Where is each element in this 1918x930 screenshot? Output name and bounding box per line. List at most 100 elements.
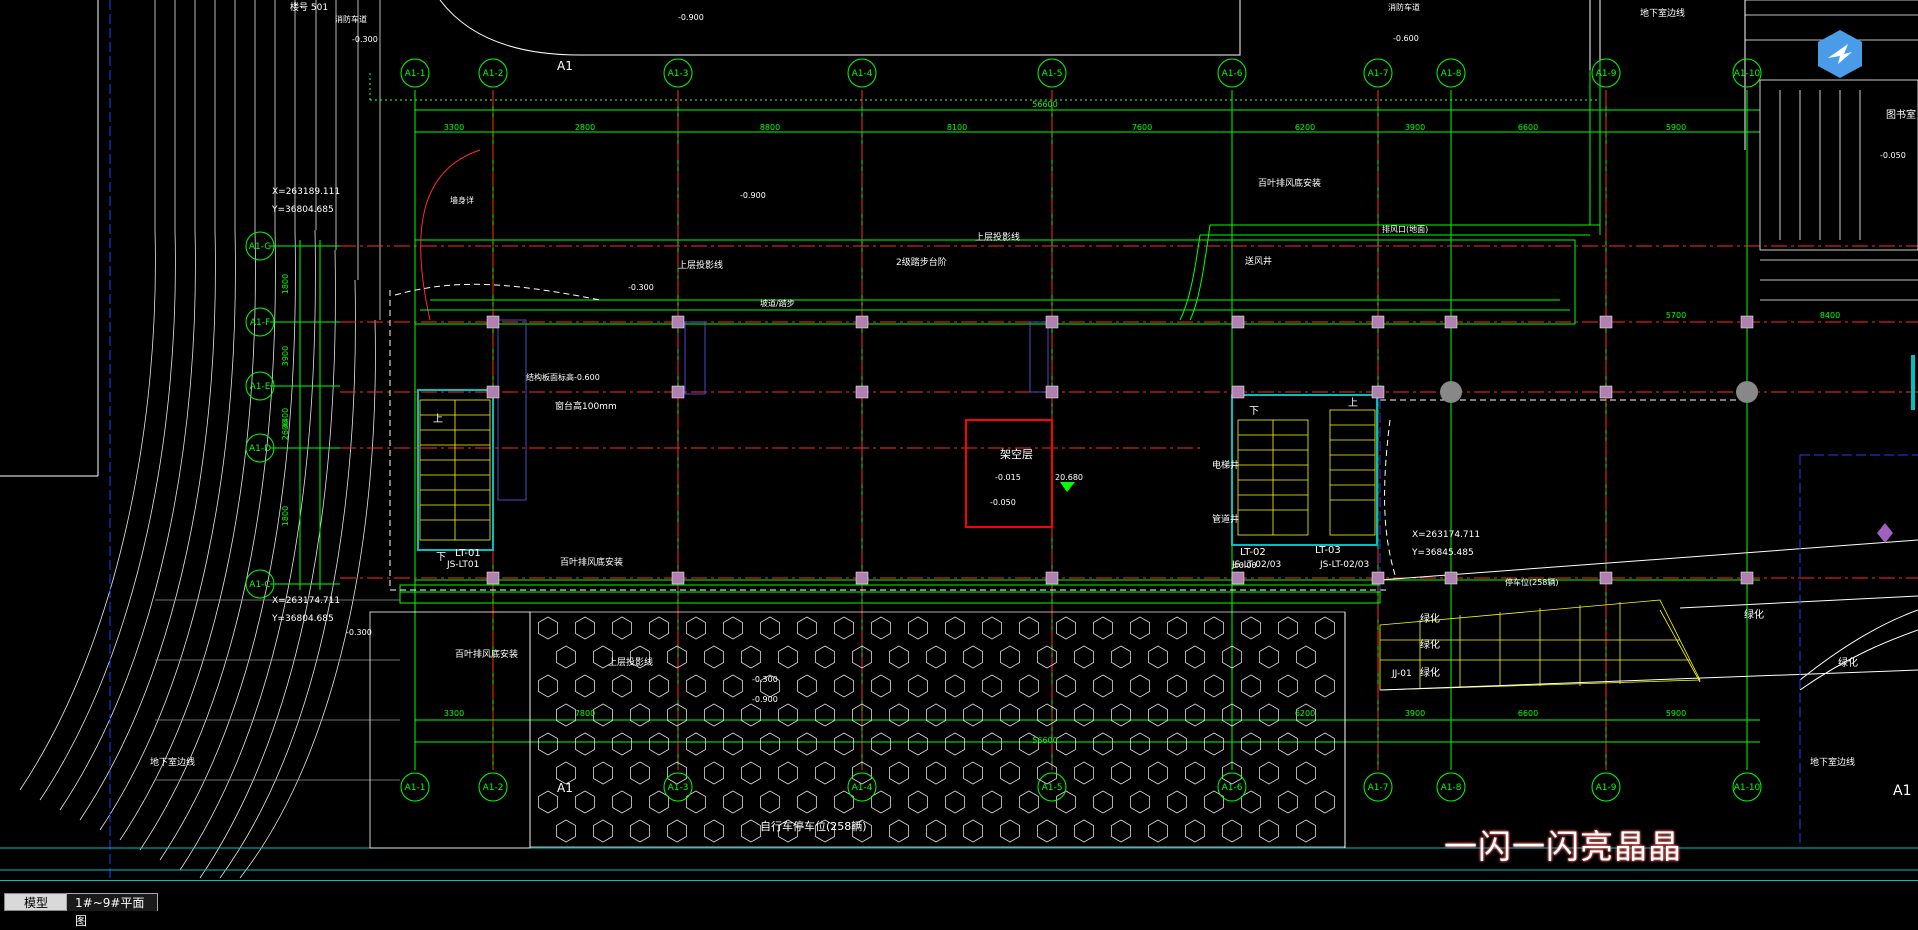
stair-label-lt03: LT-03 bbox=[1315, 545, 1341, 556]
hex-paving-cell bbox=[723, 674, 743, 698]
axis-bubble-bottom-circle bbox=[1436, 772, 1466, 802]
top-building-outline bbox=[439, 0, 1746, 150]
note-elevator-shaft: 电梯井 bbox=[1212, 459, 1239, 471]
hex-paving-cell bbox=[926, 761, 946, 785]
hex-paving-cell bbox=[852, 761, 872, 785]
hex-paving-cell bbox=[1000, 761, 1020, 785]
hex-paving-cell bbox=[1037, 645, 1057, 669]
dimension-right-b: 8400 bbox=[1820, 311, 1840, 320]
hex-paving-cell bbox=[556, 645, 576, 669]
note-parking-count: 停车位(258辆) bbox=[1505, 577, 1559, 587]
tab-layout-plan[interactable]: 1#~9#平面图 bbox=[66, 893, 158, 928]
note-library-room: 图书室 bbox=[1886, 108, 1916, 121]
axis-bubble-top-circle bbox=[400, 58, 430, 88]
bike-parking-area bbox=[529, 611, 1346, 848]
structural-column bbox=[1740, 315, 1754, 329]
hex-paving-cell bbox=[871, 732, 891, 756]
hex-paving-cell bbox=[908, 790, 928, 814]
structural-column bbox=[671, 571, 685, 585]
hex-paving-cell bbox=[667, 703, 687, 727]
hex-paving-cell bbox=[1315, 616, 1335, 640]
hex-paving-cell bbox=[1148, 819, 1168, 843]
hex-paving-cell bbox=[1241, 616, 1261, 640]
axis-bubble-top: A1-5 bbox=[1042, 69, 1063, 79]
note-green-1: 绿化 bbox=[1420, 612, 1440, 625]
dimension-left: 3900 bbox=[281, 346, 290, 366]
axis-bubble-top: A1-7 bbox=[1368, 69, 1389, 79]
hex-paving-cell bbox=[1019, 616, 1039, 640]
hex-paving-cell bbox=[1241, 790, 1261, 814]
note-exhaust-outlet: 排风口(地面) bbox=[1382, 224, 1428, 234]
level-mark-mid-1: -0.900 bbox=[678, 13, 704, 22]
level-mark-top-3: -0.600 bbox=[1393, 34, 1419, 43]
hex-paving-cell bbox=[538, 674, 558, 698]
hex-paving-cell bbox=[1315, 790, 1335, 814]
note-green-2: 绿化 bbox=[1420, 638, 1440, 651]
dimension-top: 5900 bbox=[1666, 123, 1686, 132]
hex-paving-cell bbox=[723, 732, 743, 756]
hex-paving-cell bbox=[612, 616, 632, 640]
red-box-level-1: -0.015 bbox=[995, 473, 1021, 482]
stair-code-lt03: JS-LT-02/03 bbox=[1319, 560, 1369, 570]
hex-paving-cell bbox=[1037, 819, 1057, 843]
hex-paving-cell bbox=[593, 703, 613, 727]
hex-paving-cell bbox=[556, 703, 576, 727]
axis-bubble-top: A1-1 bbox=[405, 69, 426, 79]
hex-paving-cell bbox=[538, 790, 558, 814]
round-column bbox=[1440, 381, 1462, 403]
structural-column bbox=[1371, 315, 1385, 329]
level-mark-left: -0.300 bbox=[346, 628, 372, 637]
axis-bubble-top-circle bbox=[1217, 58, 1247, 88]
hex-paving-cell bbox=[797, 732, 817, 756]
floor-plan-drawing[interactable]: A1-1A1-1A1-2A1-2A1-3A1-3A1-4A1-4A1-5A1-5… bbox=[0, 0, 1918, 880]
note-air-shaft: 送风井 bbox=[1245, 255, 1272, 267]
axis-bubble-top-circle bbox=[1732, 58, 1762, 88]
hex-paving-cell bbox=[704, 819, 724, 843]
axis-bubble-bottom: A1-5 bbox=[1042, 783, 1063, 793]
hex-paving-cell bbox=[778, 819, 798, 843]
top-right-room bbox=[1745, 0, 1918, 301]
axis-bubble-top-circle bbox=[478, 58, 508, 88]
highlight-box bbox=[965, 419, 1053, 528]
axis-bubble-top-circle bbox=[1591, 58, 1621, 88]
hex-paving-cell bbox=[1185, 703, 1205, 727]
structural-column bbox=[855, 385, 869, 399]
hex-paving-cell bbox=[852, 703, 872, 727]
hex-paving-cell bbox=[1278, 674, 1298, 698]
coordinate-2-y: Y=36804.685 bbox=[271, 614, 334, 624]
hex-paving-cell bbox=[1111, 761, 1131, 785]
axis-bubble-top-circle bbox=[1436, 58, 1466, 88]
axis-bubble-bottom: A1-3 bbox=[668, 783, 689, 793]
hex-paving-cell bbox=[1093, 674, 1113, 698]
hex-paving-cell bbox=[760, 790, 780, 814]
note-basement-edge-top: 地下室边线 bbox=[1640, 7, 1685, 19]
note-louver-1: 百叶排风底安装 bbox=[1258, 177, 1321, 189]
stair-label-lt02: LT-02 bbox=[1240, 547, 1266, 558]
tab-model[interactable]: 模型 bbox=[4, 893, 68, 911]
hex-paving-cell bbox=[1259, 819, 1279, 843]
axis-bubble-bottom-circle bbox=[663, 772, 693, 802]
hex-paving-cell bbox=[1167, 616, 1187, 640]
hex-paving-cell bbox=[593, 645, 613, 669]
hex-paving-cell bbox=[667, 645, 687, 669]
axis-bubble-bottom: A1-2 bbox=[483, 783, 504, 793]
hex-paving-cell bbox=[1167, 674, 1187, 698]
hex-paving-cell bbox=[778, 645, 798, 669]
axis-bubble-bottom: A1-1 bbox=[405, 783, 426, 793]
level-mark-bottom-1: -0.300 bbox=[752, 675, 778, 684]
hex-paving-cell bbox=[686, 732, 706, 756]
structural-column bbox=[1740, 571, 1754, 585]
hex-paving-cell bbox=[1111, 819, 1131, 843]
note-basement-edge-right: 地下室边线 bbox=[1810, 756, 1855, 768]
hex-paving-cell bbox=[1074, 819, 1094, 843]
dimension-top: 6600 bbox=[1518, 123, 1538, 132]
hex-paving-cell bbox=[612, 790, 632, 814]
level-mark-top-2: -0.900 bbox=[740, 191, 766, 200]
note-fire-lane: 消防车道 bbox=[335, 14, 367, 24]
note-two-step: 2级踏步台阶 bbox=[896, 256, 947, 268]
note-louver-3: 百叶排风底安装 bbox=[455, 648, 518, 660]
hex-paving-cell bbox=[649, 616, 669, 640]
hex-paving-cell bbox=[926, 703, 946, 727]
hex-paving-cell bbox=[1148, 645, 1168, 669]
